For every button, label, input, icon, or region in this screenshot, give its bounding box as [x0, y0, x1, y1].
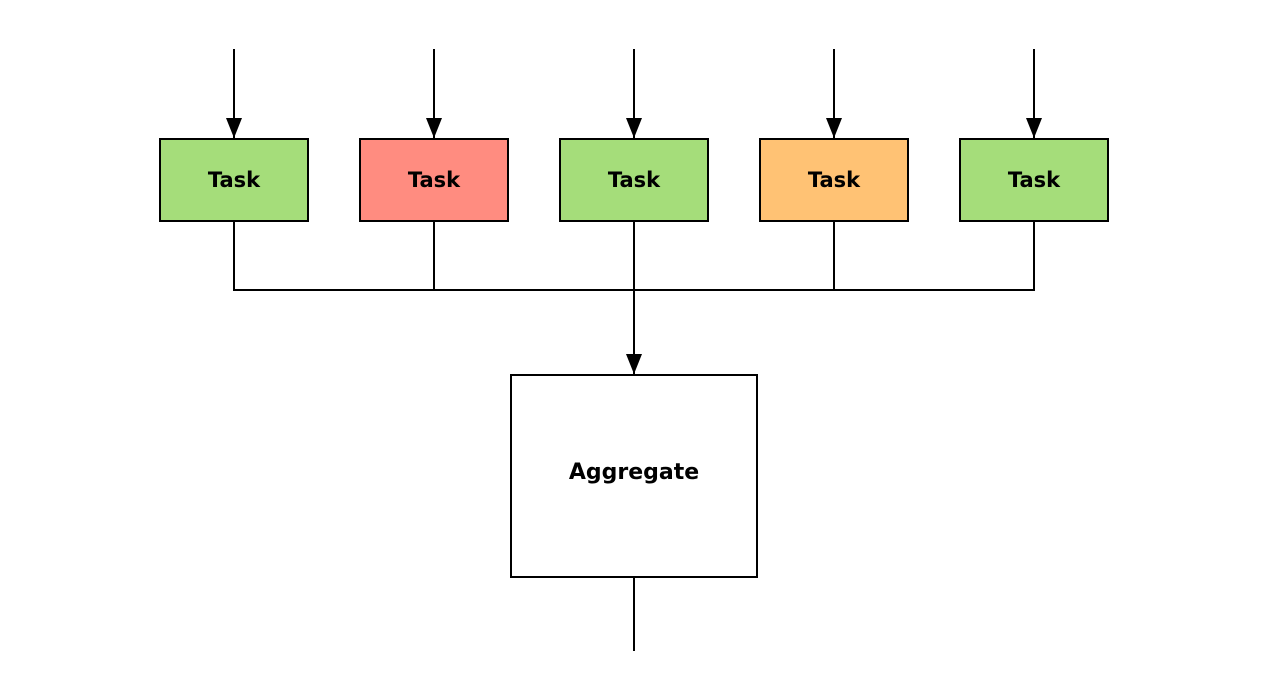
aggregate-label: Aggregate: [569, 460, 699, 485]
task-box: Task: [359, 138, 509, 222]
task-box: Task: [959, 138, 1109, 222]
aggregate-box: Aggregate: [510, 374, 758, 578]
task-box: Task: [559, 138, 709, 222]
task-box: Task: [759, 138, 909, 222]
task-label: Task: [1008, 168, 1061, 192]
task-label: Task: [808, 168, 861, 192]
task-label: Task: [408, 168, 461, 192]
task-box: Task: [159, 138, 309, 222]
task-label: Task: [608, 168, 661, 192]
merge-connectors: [233, 221, 1035, 374]
task-label: Task: [208, 168, 261, 192]
incoming-arrows: [226, 49, 1042, 138]
